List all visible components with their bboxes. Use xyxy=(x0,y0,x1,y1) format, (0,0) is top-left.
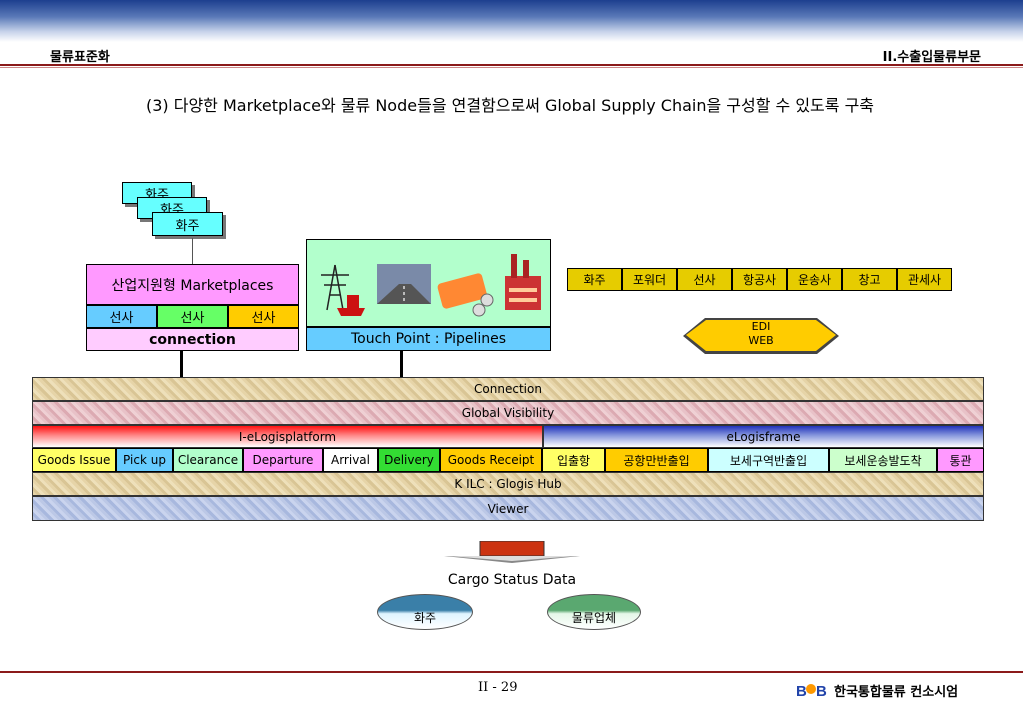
edi-web-arrow: EDI WEB xyxy=(683,316,839,356)
party-carrier: 선사 xyxy=(677,268,732,291)
process-pick-up: Pick up xyxy=(116,448,173,472)
party-customs-broker: 관세사 xyxy=(897,268,952,291)
slide-subtitle: (3) 다양한 Marketplace와 물류 Node들을 연결함으로써 Gl… xyxy=(145,96,875,115)
touchpoint-illustration xyxy=(306,239,551,327)
shipper-box-3: 화주 xyxy=(152,212,223,236)
process-departure: Departure xyxy=(243,448,323,472)
party-transporter: 운송사 xyxy=(787,268,842,291)
process-port-entry: 입출항 xyxy=(542,448,605,472)
output-target-logistics: 물류업체 xyxy=(547,594,641,630)
marketplace-title: 산업지원형 Marketplaces xyxy=(86,264,299,305)
party-airline: 항공사 xyxy=(732,268,787,291)
output-target-label: 화주 xyxy=(413,611,437,625)
header-left-title: 물류표준화 xyxy=(50,50,110,65)
svg-text:B: B xyxy=(796,683,807,700)
header-divider-thin xyxy=(0,67,1023,68)
process-row: Goods Issue Pick up Clearance Departure … xyxy=(32,448,984,472)
process-port-carry: 공항만반출입 xyxy=(605,448,708,472)
b2b-logo-icon: B B xyxy=(796,683,827,700)
output-arrow-icon xyxy=(444,541,580,563)
header-banner xyxy=(0,0,1023,42)
process-customs: 통관 xyxy=(937,448,984,472)
process-clearance: Clearance xyxy=(173,448,243,472)
party-row: 화주 포워더 선사 항공사 운송사 창고 관세사 xyxy=(567,268,952,291)
svg-text:B: B xyxy=(816,683,827,700)
process-goods-issue: Goods Issue xyxy=(32,448,116,472)
double-arrow-icon xyxy=(683,318,839,354)
elogis-frame-band: eLogisframe xyxy=(543,425,984,448)
process-bonded-transport: 보세운송발도착 xyxy=(829,448,937,472)
process-arrival: Arrival xyxy=(323,448,378,472)
party-forwarder: 포워더 xyxy=(622,268,677,291)
web-label: WEB xyxy=(748,334,774,347)
glogis-hub-band: K ILC : Glogis Hub xyxy=(32,472,984,496)
process-goods-receipt: Goods Receipt xyxy=(440,448,542,472)
viewer-band: Viewer xyxy=(32,496,984,521)
shipper-connector xyxy=(192,238,193,264)
b2b-logo: B B xyxy=(796,680,832,700)
process-delivery: Delivery xyxy=(378,448,440,472)
page-number: II - 29 xyxy=(478,680,518,695)
output-target-label: 물류업체 xyxy=(571,611,617,625)
edi-label: EDI xyxy=(751,320,771,333)
connection-band: Connection xyxy=(32,377,984,401)
party-warehouse: 창고 xyxy=(842,268,897,291)
party-shipper: 화주 xyxy=(567,268,622,291)
header-divider xyxy=(0,64,1023,66)
marketplace-connection: connection xyxy=(86,328,299,351)
ilogis-platform-band: I-eLogisplatform xyxy=(32,425,543,448)
output-target-shipper: 화주 xyxy=(377,594,473,630)
touchpoint-label: Touch Point : Pipelines xyxy=(306,327,551,351)
marketplace-carrier-3: 선사 xyxy=(228,305,299,328)
marketplace-carrier-1: 선사 xyxy=(86,305,157,328)
shipper-label: 화주 xyxy=(175,218,200,234)
process-bonded-area: 보세구역반출입 xyxy=(708,448,829,472)
pipelines-icon xyxy=(321,254,541,317)
footer-divider xyxy=(0,671,1023,673)
header-right-title: II.수출입물류부문 xyxy=(882,50,981,65)
global-visibility-band: Global Visibility xyxy=(32,401,984,425)
cargo-status-label: Cargo Status Data xyxy=(447,572,577,588)
marketplace-carrier-2: 선사 xyxy=(157,305,228,328)
company-name: 한국통합물류 컨소시엄 xyxy=(834,685,959,700)
